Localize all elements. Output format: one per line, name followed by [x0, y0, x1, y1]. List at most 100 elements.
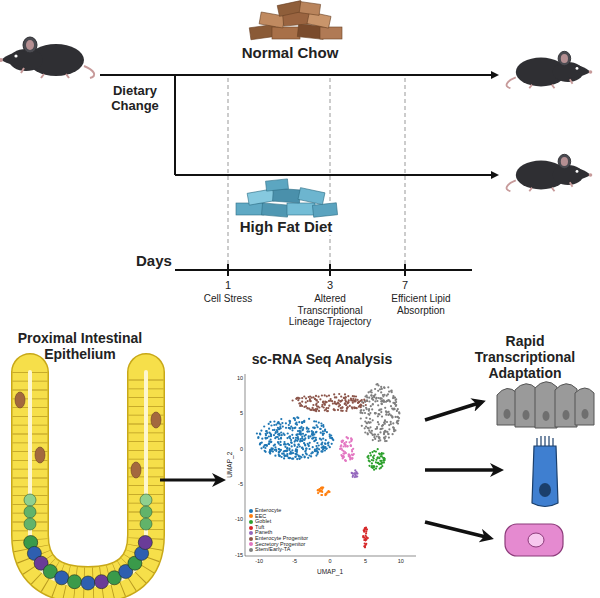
umap-dot — [346, 445, 348, 447]
umap-dot — [272, 429, 274, 431]
umap-dot — [376, 426, 378, 428]
umap-dot — [282, 433, 284, 435]
umap-dot — [326, 395, 328, 397]
umap-dot — [320, 487, 322, 489]
umap-dot — [378, 409, 380, 411]
umap-dot — [371, 430, 373, 432]
umap-dot — [291, 449, 293, 451]
umap-dot — [312, 427, 314, 429]
crypt-cell — [24, 494, 36, 506]
umap-dot — [320, 428, 322, 430]
umap-dot — [329, 435, 331, 437]
umap-dot — [301, 422, 303, 424]
umap-dot — [388, 391, 390, 393]
umap-dot — [365, 538, 367, 540]
umap-dot — [364, 401, 366, 403]
axis-tick: 5 — [364, 558, 367, 564]
umap-dot — [356, 472, 358, 474]
umap-dot — [352, 402, 354, 404]
umap-dot — [383, 387, 385, 389]
umap-dot — [397, 416, 399, 418]
umap-dot — [355, 472, 357, 474]
umap-dot — [365, 417, 367, 419]
umap-dot — [317, 401, 319, 403]
umap-dot — [397, 419, 399, 421]
umap-dot — [320, 487, 322, 489]
umap-dot — [378, 423, 380, 425]
caption-label: Normal Chow — [242, 44, 339, 61]
umap-dot — [312, 396, 314, 398]
axis-tick: -5 — [292, 558, 297, 564]
umap-dot — [301, 422, 303, 424]
umap-dot — [352, 448, 354, 450]
umap-dot — [340, 407, 342, 409]
umap-dot — [320, 450, 322, 452]
caption-label: Cell Stress — [204, 293, 252, 305]
umap-dot — [319, 398, 321, 400]
umap-dot — [332, 439, 334, 441]
umap-dot — [352, 474, 354, 476]
umap-dot — [302, 427, 304, 429]
umap-dot — [380, 400, 382, 402]
caption-label: 1 — [225, 279, 231, 292]
umap-dot — [339, 400, 341, 402]
umap-dot — [372, 467, 374, 469]
umap-dot — [296, 458, 298, 460]
umap-dot — [265, 444, 267, 446]
umap-dot — [391, 391, 393, 393]
umap-dot — [383, 459, 385, 461]
umap-dot — [342, 457, 344, 459]
umap-dot — [345, 452, 347, 454]
umap-dot — [306, 453, 308, 455]
umap-dot — [360, 409, 362, 411]
caption-label: 7 — [402, 279, 408, 292]
umap-dot — [327, 444, 329, 446]
umap-dot — [257, 437, 259, 439]
umap-dot — [280, 438, 282, 440]
umap-dot — [277, 421, 279, 423]
umap-dot — [312, 431, 314, 433]
umap-dot — [261, 438, 263, 440]
umap-dot — [335, 403, 337, 405]
umap-dot — [369, 418, 371, 420]
umap-dot — [398, 411, 400, 413]
umap-dot — [374, 400, 376, 402]
umap-dot — [344, 396, 346, 398]
crypt-cell — [68, 575, 82, 589]
umap-dot — [367, 432, 369, 434]
umap-dot — [326, 431, 328, 433]
umap-dot — [375, 398, 377, 400]
umap-dot — [395, 416, 397, 418]
umap-dot — [328, 400, 330, 402]
umap-dot — [337, 409, 339, 411]
umap-dot — [276, 429, 278, 431]
umap-dot — [357, 402, 359, 404]
umap-dot — [367, 421, 369, 423]
umap-dot — [367, 413, 369, 415]
umap-dot — [315, 437, 317, 439]
umap-dot — [293, 417, 295, 419]
umap-dot — [263, 446, 265, 448]
umap-dot — [394, 403, 396, 405]
umap-dot — [319, 489, 321, 491]
umap-dot — [366, 528, 368, 530]
umap-dot — [384, 438, 386, 440]
umap-dot — [364, 431, 366, 433]
umap-dot — [340, 396, 342, 398]
umap-dot — [311, 432, 313, 434]
umap-dot — [307, 443, 309, 445]
umap-dot — [360, 404, 362, 406]
umap-dot — [266, 445, 268, 447]
umap-dot — [280, 418, 282, 420]
umap-dot — [291, 434, 293, 436]
umap-dot — [270, 441, 272, 443]
umap-dot — [288, 420, 290, 422]
umap-dot — [348, 454, 350, 456]
umap-dot — [327, 442, 329, 444]
umap-dot — [305, 397, 307, 399]
umap-dot — [360, 410, 362, 412]
umap-dot — [265, 434, 267, 436]
umap-dot — [333, 393, 335, 395]
umap-dot — [386, 411, 388, 413]
umap-dot — [354, 407, 356, 409]
